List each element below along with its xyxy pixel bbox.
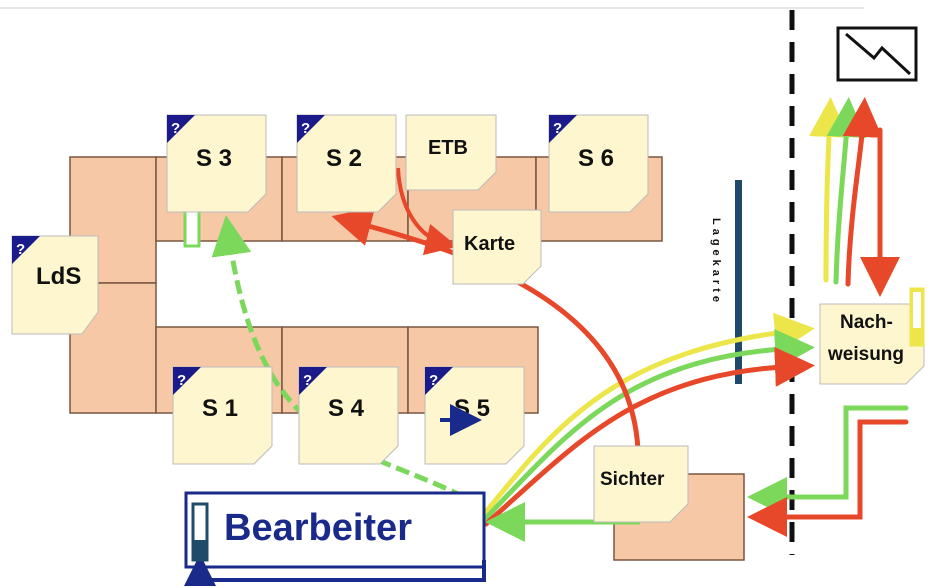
note-s6: ? S 6 [548,114,649,213]
bearbeiter-return-flow [184,554,486,586]
svg-text:S 6: S 6 [578,145,614,172]
svg-text:LdS: LdS [36,263,81,290]
note-s3: ? S 3 [166,114,267,213]
note-s2: ? S 2 [296,114,397,213]
note-nachweisung: Nach- weisung [819,287,925,385]
svg-text:?: ? [171,120,180,137]
note-etb: ETB [405,114,497,191]
bearbeiter-tray-icon [191,502,209,562]
svg-text:S 4: S 4 [328,395,365,422]
svg-text:S 2: S 2 [326,145,362,172]
svg-text:S 3: S 3 [196,145,232,172]
svg-text:weisung: weisung [827,344,904,365]
svg-text:Karte: Karte [464,233,515,255]
sichter-to-s2-flow [331,207,641,451]
bearbeiter-label: Bearbeiter [224,507,412,549]
s3-bearbeiter-dashed-flow [211,215,484,509]
note-karte: Karte [452,209,542,285]
bearbeiter-box [184,491,486,569]
svg-text:?: ? [177,372,186,389]
bearbeiter-to-nachweisung [483,312,815,527]
note-s5: ? S 5 [424,366,525,465]
svg-text:S 1: S 1 [202,395,238,422]
incoming-flows-top [808,97,900,297]
svg-text:?: ? [303,372,312,389]
svg-text:S 5: S 5 [454,395,490,422]
svg-text:?: ? [16,241,25,258]
incoming-flows-right [747,405,909,537]
svg-text:?: ? [553,120,562,137]
note-s4: ? S 4 [298,366,399,465]
svg-text:?: ? [301,120,310,137]
svg-text:Nach-: Nach- [840,312,893,333]
telecom-icon [836,26,918,82]
note-lds: ? LdS [11,235,99,335]
lagekarte-label: Lagekarte [710,218,722,306]
lagekarte-bar [735,180,742,384]
svg-text:ETB: ETB [428,137,468,159]
svg-text:Sichter: Sichter [600,469,665,490]
etb-to-karte-flow [396,167,458,256]
note-sichter: Sichter [593,445,689,523]
svg-text:?: ? [429,372,438,389]
note-s1: ? S 1 [172,366,273,465]
